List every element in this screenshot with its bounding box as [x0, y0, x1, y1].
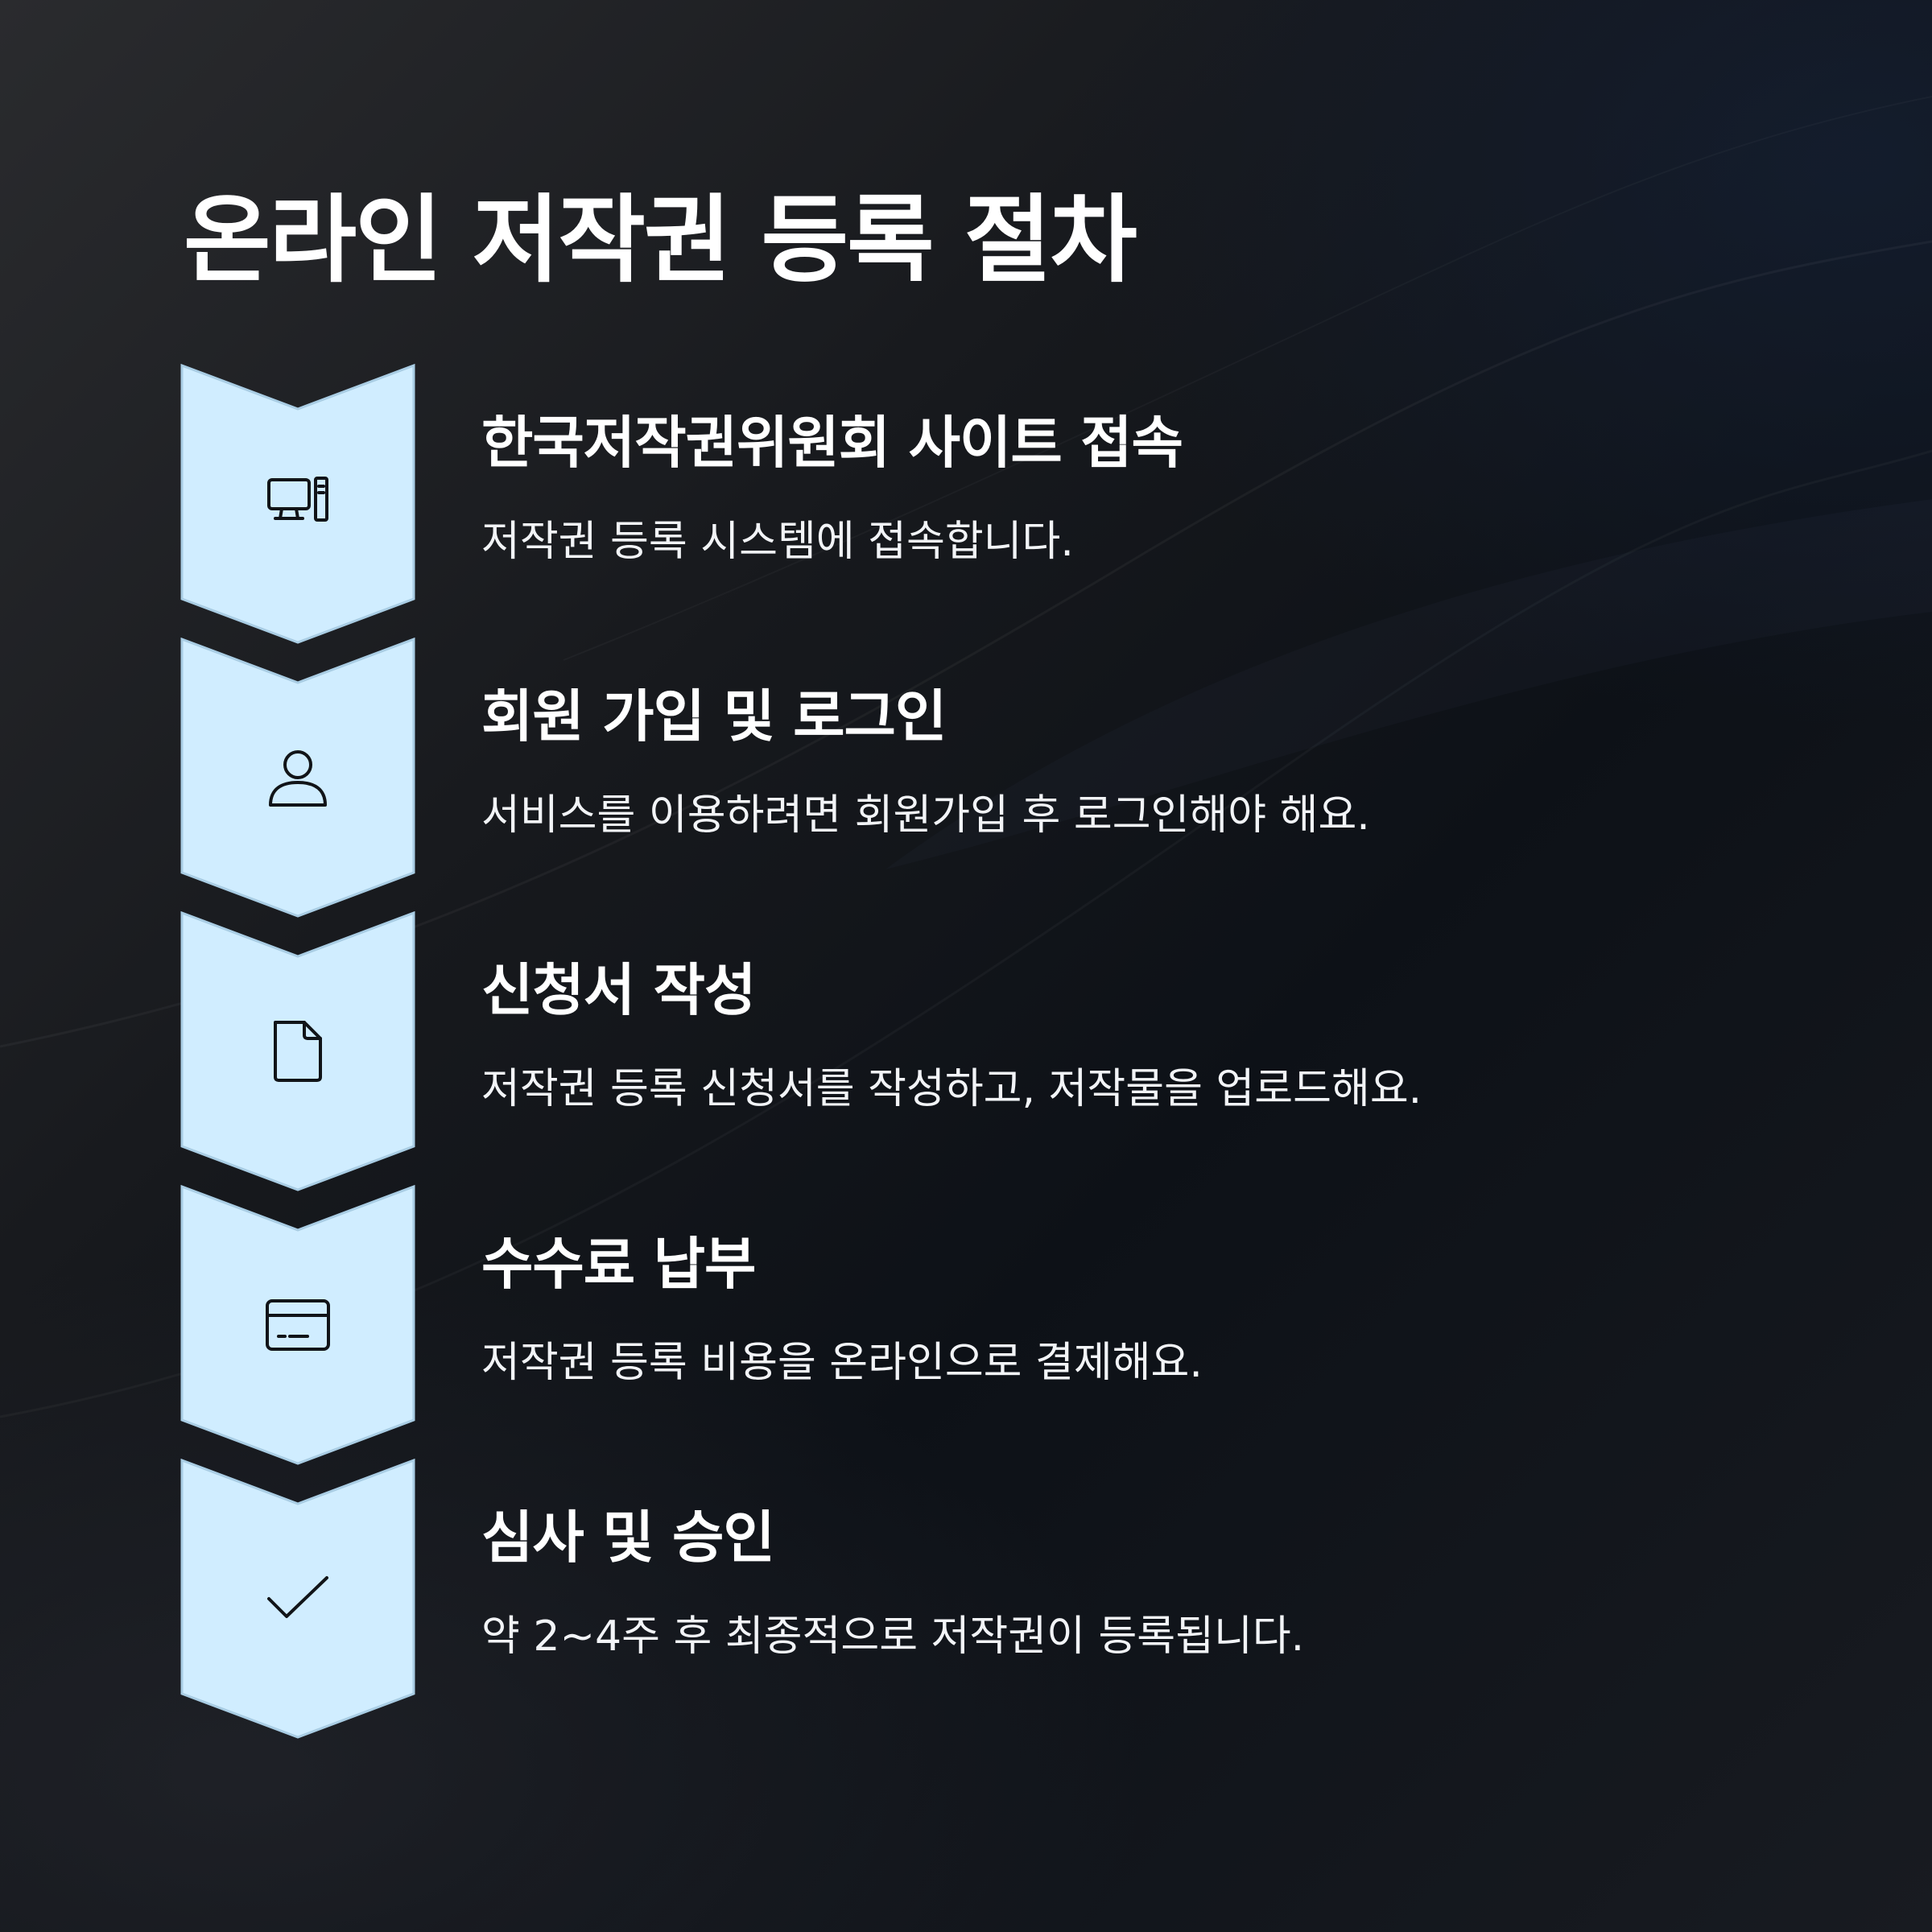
step-title: 한국저작권위원회 사이트 접속 — [481, 410, 1183, 476]
computer-icon — [267, 477, 328, 522]
page-title: 온라인 저작권 등록 절차 — [184, 184, 1137, 295]
step-chevron — [180, 1458, 415, 1739]
chevron-shape — [180, 363, 415, 644]
step-description: 서비스를 이용하려면 회원가입 후 로그인해야 해요. — [481, 791, 1370, 840]
step-chevron — [180, 1184, 415, 1465]
chevron-shape — [180, 910, 415, 1191]
step-title: 신청서 작성 — [481, 957, 756, 1023]
step-description: 저작권 등록 비용을 온라인으로 결제해요. — [481, 1339, 1203, 1387]
user-icon — [269, 750, 327, 807]
step-3: 신청서 작성 저작권 등록 신청서를 작성하고, 저작물을 업로드해요. — [0, 910, 1932, 1191]
step-5: 심사 및 승인 약 2~4주 후 최종적으로 저작권이 등록됩니다. — [0, 1458, 1932, 1739]
chevron-shape — [180, 1184, 415, 1465]
checkmark-icon — [267, 1576, 328, 1618]
document-icon — [274, 1021, 322, 1082]
step-2: 회원 가입 및 로그인 서비스를 이용하려면 회원가입 후 로그인해야 해요. — [0, 637, 1932, 918]
step-chevron — [180, 363, 415, 644]
step-1: 한국저작권위원회 사이트 접속 저작권 등록 시스템에 접속합니다. — [0, 363, 1932, 644]
chevron-shape — [180, 1458, 415, 1739]
step-title: 수수료 납부 — [481, 1231, 756, 1297]
step-description: 저작권 등록 신청서를 작성하고, 저작물을 업로드해요. — [481, 1065, 1422, 1113]
step-description: 저작권 등록 시스템에 접속합니다. — [481, 518, 1074, 566]
step-chevron — [180, 910, 415, 1191]
step-description: 약 2~4주 후 최종적으로 저작권이 등록됩니다. — [481, 1612, 1305, 1661]
credit-card-icon — [266, 1299, 330, 1351]
step-title: 회원 가입 및 로그인 — [481, 683, 947, 749]
step-title: 심사 및 승인 — [481, 1505, 775, 1571]
step-chevron — [180, 637, 415, 918]
step-4: 수수료 납부 저작권 등록 비용을 온라인으로 결제해요. — [0, 1184, 1932, 1465]
